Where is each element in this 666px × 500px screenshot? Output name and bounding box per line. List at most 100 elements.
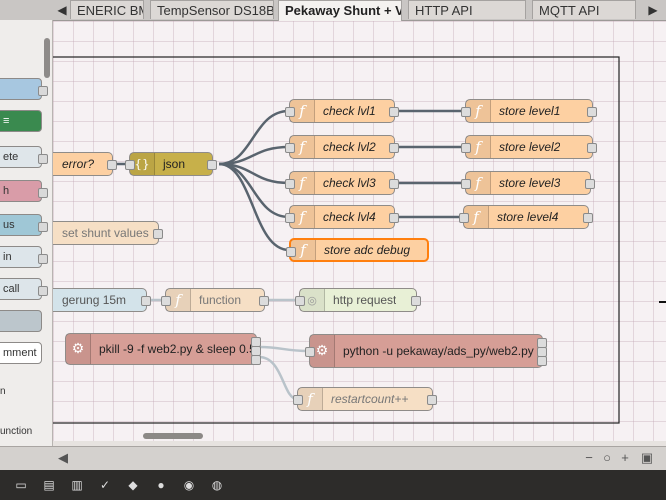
output-port[interactable] bbox=[259, 296, 269, 306]
scroll-left-icon[interactable]: ◀ bbox=[58, 450, 68, 465]
palette-node-debug[interactable]: ≡ bbox=[0, 110, 42, 132]
output-port[interactable] bbox=[411, 296, 421, 306]
output-port[interactable] bbox=[587, 143, 597, 153]
palette-node-link-call[interactable]: call bbox=[0, 278, 42, 300]
wire[interactable] bbox=[258, 355, 298, 401]
node-set-shunt-values[interactable]: set shunt values bbox=[53, 221, 163, 245]
node-error-check[interactable]: error? bbox=[53, 152, 117, 176]
tab-scroll-right-icon[interactable]: ▶ bbox=[648, 3, 658, 17]
node-json[interactable]: {} json bbox=[125, 152, 217, 176]
palette-category-label: n bbox=[0, 386, 6, 397]
task-view-icon[interactable]: ▭ bbox=[15, 478, 27, 492]
output-port[interactable] bbox=[389, 143, 399, 153]
output-port[interactable] bbox=[389, 179, 399, 189]
app-icon[interactable]: ◉ bbox=[183, 478, 195, 492]
app-icon[interactable]: ✓ bbox=[99, 478, 111, 492]
output-port[interactable] bbox=[107, 160, 117, 170]
input-port[interactable] bbox=[285, 179, 295, 189]
navigator-icon[interactable]: ▣ bbox=[640, 450, 654, 465]
tab-http-api[interactable]: HTTP API bbox=[408, 0, 526, 19]
input-port[interactable] bbox=[295, 296, 305, 306]
gear-icon: ⚙ bbox=[66, 334, 91, 364]
output-port[interactable] bbox=[389, 213, 399, 223]
zoom-reset-icon[interactable]: ○ bbox=[603, 450, 611, 465]
palette-node-complete[interactable]: ete bbox=[0, 146, 42, 168]
node-check-lvl2[interactable]: f check lvl2 bbox=[285, 135, 399, 159]
node-function[interactable]: f function bbox=[161, 288, 269, 312]
wire[interactable] bbox=[218, 109, 290, 166]
function-icon: f bbox=[291, 240, 316, 260]
flow-wires bbox=[53, 56, 620, 424]
palette-node-catch[interactable]: h bbox=[0, 180, 42, 202]
group-border bbox=[53, 56, 620, 424]
json-braces-icon: {} bbox=[130, 153, 155, 175]
file-explorer-icon[interactable]: ▤ bbox=[43, 478, 55, 492]
node-check-lvl4[interactable]: f check lvl4 bbox=[285, 205, 399, 229]
node-store-level1[interactable]: f store level1 bbox=[461, 99, 597, 123]
input-port[interactable] bbox=[161, 296, 171, 306]
input-port[interactable] bbox=[461, 143, 471, 153]
workspace-horizontal-scrollbar[interactable] bbox=[143, 433, 203, 439]
globe-icon: ◎ bbox=[300, 289, 325, 311]
node-store-adc-debug[interactable]: f store adc debug bbox=[286, 238, 429, 262]
app-icon[interactable]: ◍ bbox=[211, 478, 223, 492]
node-store-level2[interactable]: f store level2 bbox=[461, 135, 597, 159]
output-port-rc[interactable] bbox=[251, 355, 261, 365]
wire[interactable] bbox=[258, 345, 310, 353]
input-port[interactable] bbox=[305, 347, 315, 357]
input-port[interactable] bbox=[461, 107, 471, 117]
zoom-in-icon[interactable]: + bbox=[621, 450, 629, 465]
tab-mqtt-api[interactable]: MQTT API bbox=[532, 0, 636, 19]
tab-tempsensor[interactable]: TempSensor DS18B bbox=[150, 0, 274, 19]
tab-scroll-left-icon[interactable]: ◀ bbox=[57, 3, 67, 17]
output-port[interactable] bbox=[427, 395, 437, 405]
tab-generic-bms[interactable]: ENERIC BMS bbox=[70, 0, 144, 19]
palette-node[interactable] bbox=[0, 78, 42, 100]
output-port[interactable] bbox=[389, 107, 399, 117]
output-port[interactable] bbox=[583, 213, 593, 223]
node-exec-python[interactable]: ⚙ python -u pekaway/ads_py/web2.py bbox=[305, 334, 547, 368]
output-port[interactable] bbox=[587, 107, 597, 117]
node-exec-pkill[interactable]: ⚙ pkill -9 -f web2.py & sleep 0.5 bbox=[65, 333, 261, 365]
palette-node-comment[interactable]: mment bbox=[0, 342, 42, 364]
node-check-lvl1[interactable]: f check lvl1 bbox=[285, 99, 399, 123]
function-icon: f bbox=[290, 206, 315, 228]
node-restartcount[interactable]: f restartcount++ bbox=[293, 387, 437, 411]
browser-icon[interactable]: ● bbox=[157, 478, 165, 492]
output-port[interactable] bbox=[585, 179, 595, 189]
node-check-lvl3[interactable]: f check lvl3 bbox=[285, 171, 399, 195]
wire[interactable] bbox=[218, 162, 290, 252]
function-icon: f bbox=[464, 206, 489, 228]
tab-pekaway-shunt[interactable]: Pekaway Shunt + V bbox=[278, 0, 402, 21]
node-inject-interval[interactable]: gerung 15m bbox=[53, 288, 151, 312]
input-port[interactable] bbox=[459, 213, 469, 223]
input-port[interactable] bbox=[286, 247, 296, 257]
input-port[interactable] bbox=[461, 179, 471, 189]
function-icon: f bbox=[298, 388, 323, 410]
input-port[interactable] bbox=[125, 160, 135, 170]
node-store-level4[interactable]: f store level4 bbox=[459, 205, 593, 229]
node-palette: ≡ ete h us in call mment n unction bbox=[0, 20, 53, 446]
app-icon[interactable]: ◆ bbox=[128, 478, 138, 492]
workspace-footer: ◀ − ○ + ▣ bbox=[0, 446, 666, 470]
palette-node-port bbox=[38, 86, 48, 96]
input-port[interactable] bbox=[293, 395, 303, 405]
store-icon[interactable]: ▥ bbox=[71, 478, 83, 492]
output-port[interactable] bbox=[207, 160, 217, 170]
output-port-rc[interactable] bbox=[537, 356, 547, 366]
function-icon: f bbox=[290, 172, 315, 194]
node-http-request[interactable]: ◎ http request bbox=[295, 288, 421, 312]
output-port[interactable] bbox=[141, 296, 151, 306]
palette-node-link-in[interactable]: in bbox=[0, 246, 42, 268]
zoom-out-icon[interactable]: − bbox=[585, 450, 593, 465]
function-icon: f bbox=[466, 136, 491, 158]
palette-node-link-out[interactable] bbox=[0, 310, 42, 332]
palette-scrollbar[interactable] bbox=[44, 38, 50, 78]
palette-node-status[interactable]: us bbox=[0, 214, 42, 236]
node-store-level3[interactable]: f store level3 bbox=[461, 171, 595, 195]
input-port[interactable] bbox=[285, 143, 295, 153]
output-port[interactable] bbox=[153, 229, 163, 239]
input-port[interactable] bbox=[285, 107, 295, 117]
flow-workspace[interactable]: error? {} json f check lvl1 f check lvl2… bbox=[53, 21, 666, 441]
input-port[interactable] bbox=[285, 213, 295, 223]
